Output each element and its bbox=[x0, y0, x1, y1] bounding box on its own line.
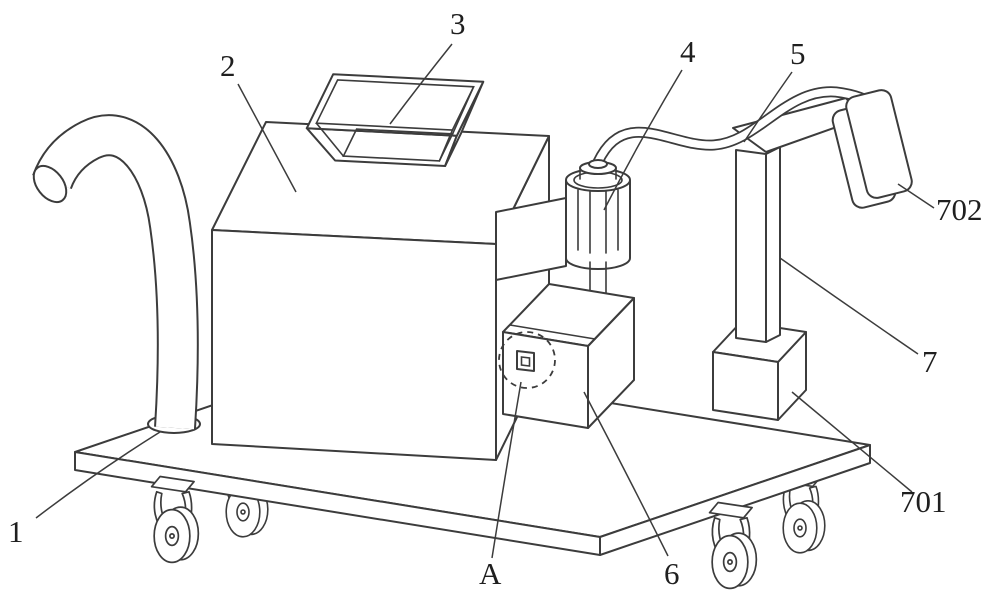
feed-hopper bbox=[305, 73, 485, 167]
leader-line-3 bbox=[389, 43, 453, 125]
column-side-face bbox=[765, 146, 781, 343]
leader-line-7 bbox=[779, 257, 919, 355]
tank-front-face bbox=[211, 229, 497, 461]
control-box-lid-line bbox=[509, 324, 596, 340]
reference-numerals: 1 2 3 4 5 6 7 701 702 A bbox=[8, 6, 983, 591]
handle-tube-body bbox=[34, 116, 197, 430]
control-box bbox=[498, 283, 635, 429]
spray-head-front bbox=[845, 89, 913, 199]
leader-line-702 bbox=[897, 183, 935, 209]
hopper-inner-corners bbox=[315, 86, 475, 162]
label-part-702: 702 bbox=[936, 192, 983, 227]
motor-body bbox=[565, 180, 631, 270]
leader-line-2 bbox=[237, 83, 297, 193]
label-part-4: 4 bbox=[680, 34, 696, 69]
label-part-1: 1 bbox=[8, 514, 24, 549]
label-part-701: 701 bbox=[900, 484, 947, 519]
pump-motor bbox=[565, 161, 631, 297]
leader-lines bbox=[35, 43, 935, 559]
leader-line-4 bbox=[603, 69, 683, 211]
leader-line-A bbox=[491, 381, 522, 559]
latch-plate bbox=[516, 350, 535, 372]
label-part-3: 3 bbox=[450, 6, 466, 41]
label-part-7: 7 bbox=[922, 344, 938, 379]
platform-right-face bbox=[599, 444, 871, 556]
latch-button bbox=[520, 356, 531, 367]
detail-circle-A bbox=[498, 331, 556, 389]
spray-head bbox=[831, 89, 913, 209]
leader-line-1 bbox=[35, 431, 161, 519]
column-front-face bbox=[735, 149, 767, 343]
hopper-top-rim bbox=[305, 73, 485, 137]
motor-cooling-slots bbox=[577, 185, 619, 254]
support-column bbox=[732, 97, 863, 343]
leader-line-6 bbox=[583, 391, 669, 557]
handle-grip-end-cap bbox=[32, 164, 68, 204]
label-part-2: 2 bbox=[220, 48, 236, 83]
push-handle bbox=[32, 114, 201, 434]
leader-line-5 bbox=[743, 71, 793, 143]
main-tank-box bbox=[211, 121, 550, 461]
hose-connector bbox=[588, 159, 608, 169]
base-front-face bbox=[712, 351, 779, 421]
label-part-6: 6 bbox=[664, 556, 680, 591]
leader-line-701 bbox=[791, 391, 913, 493]
label-part-5: 5 bbox=[790, 36, 806, 71]
label-detail-A: A bbox=[479, 556, 502, 591]
motor-mount-bracket bbox=[495, 197, 567, 281]
